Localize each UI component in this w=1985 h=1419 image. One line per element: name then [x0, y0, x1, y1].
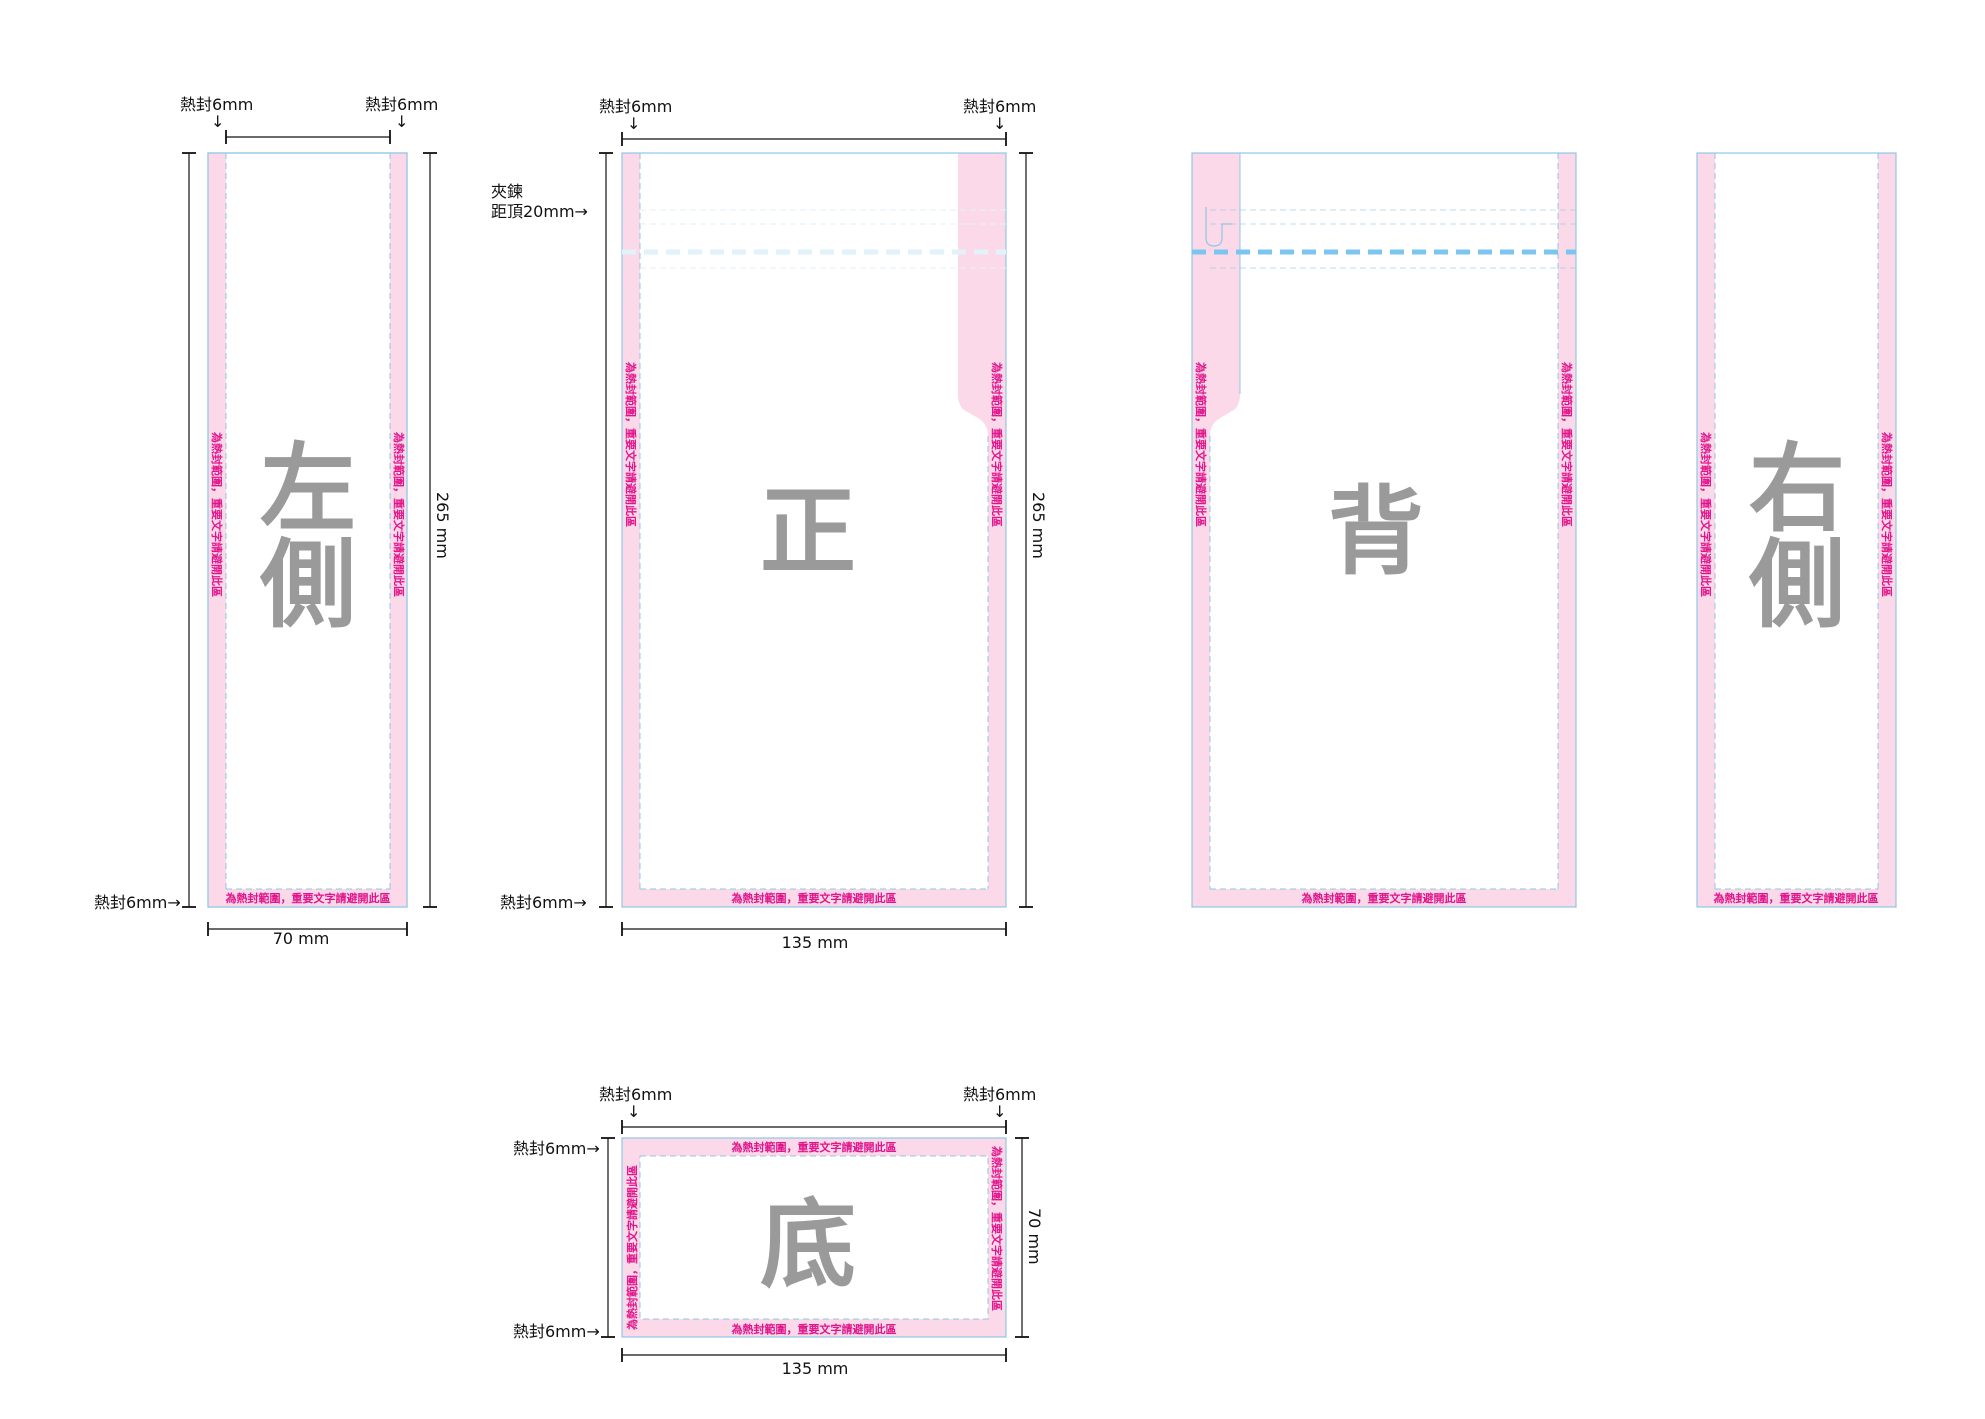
left-seal-strip-bottom [208, 889, 407, 907]
zipper-label-1: 夾鍊 [491, 182, 523, 201]
svg-text:↓: ↓ [627, 1102, 640, 1121]
svg-text:↓: ↓ [993, 1102, 1006, 1121]
front-width-label: 135 mm [782, 933, 849, 952]
bottom-width-label: 135 mm [782, 1359, 849, 1378]
front-panel: 正 為熱封範圍，重要文字請避開此區 為熱封範圍，重要文字請避開此區 為熱封範圍，… [621, 152, 1007, 908]
svg-text:熱封6mm: 熱封6mm [599, 97, 672, 116]
right-warning-left: 為熱封範圍，重要文字請避開此區 [1699, 432, 1713, 597]
svg-text:熱封6mm: 熱封6mm [365, 95, 438, 114]
svg-text:熱封6mm: 熱封6mm [180, 95, 253, 114]
zipper-label-2: 距頂20mm→ [491, 202, 588, 221]
svg-text:↓: ↓ [395, 112, 408, 131]
bottom-height-label: 70 mm [1025, 1208, 1044, 1265]
right-side-panel: 右 側 為熱封範圍，重要文字請避開此區 為熱封範圍，重要文字請避開此區 為熱封範… [1696, 152, 1897, 908]
back-tear-notch [1205, 207, 1232, 247]
right-warning-bottom: 為熱封範圍，重要文字請避開此區 [1714, 891, 1879, 905]
bottom-panel-char: 底 [760, 1189, 856, 1301]
svg-text:↓: ↓ [627, 114, 640, 133]
back-warning-bottom: 為熱封範圍，重要文字請避開此區 [1302, 891, 1467, 905]
left-warning-right: 為熱封範圍，重要文字請避開此區 [392, 432, 406, 597]
left-dimensions: 熱封6mm ↓ 熱封6mm ↓ 265 mm 熱封6mm→ 70 mm [94, 95, 452, 948]
bottom-panel: 底 為熱封範圍，重要文字請避開此區 為熱封範圍，重要文字請避開此區 為熱封範圍，… [621, 1137, 1007, 1338]
svg-text:熱封6mm→: 熱封6mm→ [500, 893, 587, 912]
front-seal-strip-bottom [622, 889, 1006, 907]
left-seal-strip-right [390, 153, 407, 907]
right-panel-char-1: 右 [1749, 433, 1845, 545]
bottom-seal-strip-top [622, 1138, 1006, 1156]
right-seal-strip-right [1878, 153, 1896, 907]
left-warning-left: 為熱封範圍，重要文字請避開此區 [210, 432, 224, 597]
svg-text:熱封6mm: 熱封6mm [599, 1085, 672, 1104]
bottom-warning-top: 為熱封範圍，重要文字請避開此區 [732, 1140, 897, 1154]
svg-text:熱封6mm→: 熱封6mm→ [513, 1322, 600, 1341]
front-seal-strip-left [622, 153, 640, 907]
bottom-warning-right: 為熱封範圍，重要文字請避開此區 [990, 1146, 1004, 1311]
svg-text:熱封6mm: 熱封6mm [963, 97, 1036, 116]
bottom-dimensions: 熱封6mm ↓ 熱封6mm ↓ 熱封6mm→ 熱封6mm→ 70 mm 135 … [513, 1085, 1044, 1378]
svg-text:熱封6mm→: 熱封6mm→ [513, 1139, 600, 1158]
back-panel: 背 為熱封範圍，重要文字請避開此區 為熱封範圍，重要文字請避開此區 為熱封範圍，… [1191, 152, 1577, 908]
front-panel-char: 正 [760, 476, 856, 588]
front-warning-right: 為熱封範圍，重要文字請避開此區 [990, 362, 1004, 527]
front-dimensions: 熱封6mm ↓ 熱封6mm ↓ 夾鍊 距頂20mm→ 265 mm 熱封6mm→… [491, 97, 1048, 952]
svg-text:↓: ↓ [211, 112, 224, 131]
front-height-label: 265 mm [1029, 492, 1048, 559]
left-side-panel: 左 側 為熱封範圍，重要文字請避開此區 為熱封範圍，重要文字請避開此區 為熱封範… [207, 152, 408, 908]
front-warning-left: 為熱封範圍，重要文字請避開此區 [624, 362, 638, 527]
back-seal-strip-bottom [1192, 889, 1576, 907]
bottom-warning-bottom: 為熱封範圍，重要文字請避開此區 [732, 1322, 897, 1336]
bottom-seal-strip-bottom [622, 1319, 1006, 1337]
svg-text:熱封6mm: 熱封6mm [963, 1085, 1036, 1104]
left-seal-strip-left [208, 153, 226, 907]
left-width-label: 70 mm [273, 929, 330, 948]
right-seal-strip-bottom [1697, 889, 1896, 907]
back-seal-strip-left-gusset [1192, 153, 1240, 907]
svg-text:↓: ↓ [993, 114, 1006, 133]
front-seal-strip-right-gusset [958, 153, 1006, 907]
back-warning-left: 為熱封範圍，重要文字請避開此區 [1194, 362, 1208, 527]
left-panel-char-2: 側 [259, 529, 356, 641]
back-warning-right: 為熱封範圍，重要文字請避開此區 [1560, 362, 1574, 527]
bottom-seal-strip-right [988, 1138, 1006, 1337]
left-warning-bottom: 為熱封範圍，重要文字請避開此區 [226, 891, 391, 905]
bottom-warning-left: 為熱封範圍，重要文字請避開此區 [625, 1165, 639, 1330]
right-seal-strip-left [1697, 153, 1715, 907]
bottom-seal-strip-left [622, 1138, 640, 1337]
back-seal-strip-right [1558, 153, 1576, 907]
back-panel-char: 背 [1328, 476, 1424, 588]
left-height-label: 265 mm [433, 492, 452, 559]
right-warning-right: 為熱封範圍，重要文字請避開此區 [1880, 432, 1894, 597]
right-panel-char-2: 側 [1748, 529, 1845, 641]
left-panel-char-1: 左 [260, 433, 356, 545]
svg-text:熱封6mm→: 熱封6mm→ [94, 893, 181, 912]
front-warning-bottom: 為熱封範圍，重要文字請避開此區 [732, 891, 897, 905]
